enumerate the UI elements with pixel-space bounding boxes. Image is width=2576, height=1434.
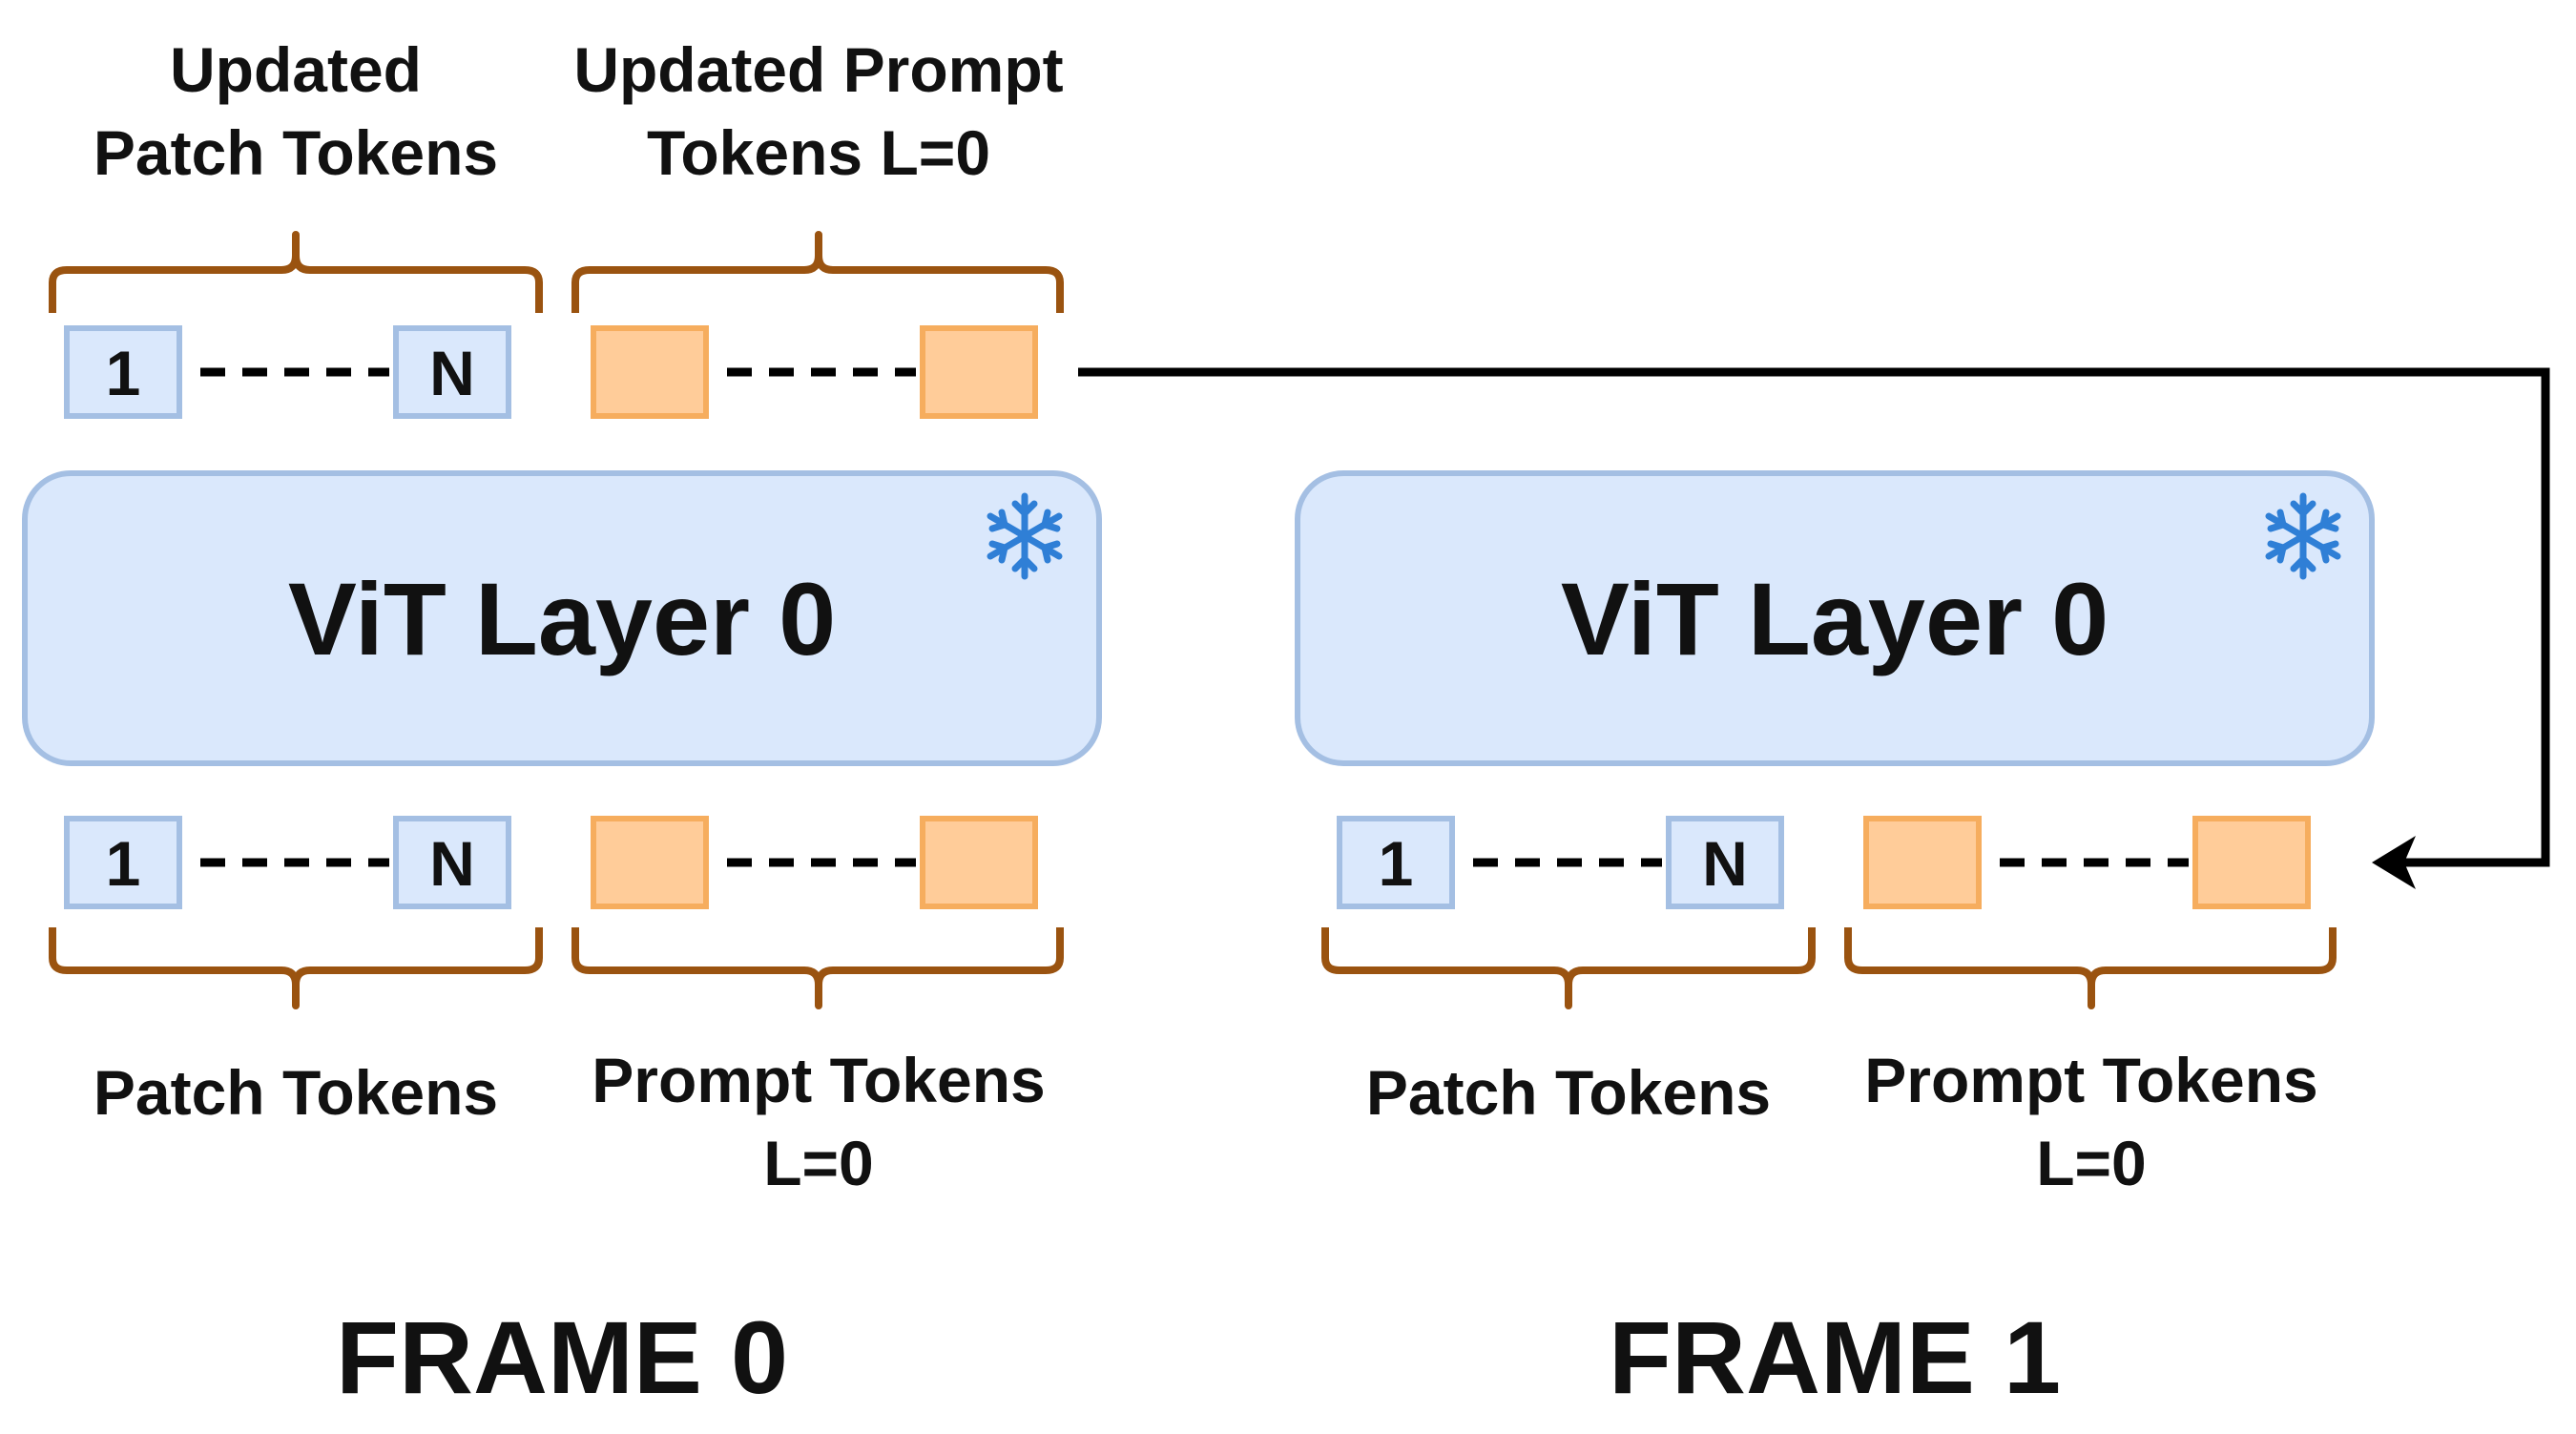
bottom-patch-token-last-label: N xyxy=(429,828,475,899)
top-prompt-brace xyxy=(571,231,1064,313)
top-prompt-label-line1: Updated Prompt xyxy=(573,34,1063,105)
f1-prompt-label-line2: L=0 xyxy=(2036,1128,2147,1198)
top-patch-label-line1: Updated xyxy=(170,34,422,105)
top-prompt-label-line2: Tokens L=0 xyxy=(647,117,990,188)
bottom-prompt-brace xyxy=(571,927,1064,1009)
bottom-prompt-label-line1: Prompt Tokens xyxy=(592,1045,1046,1115)
bottom-prompt-token-last xyxy=(920,816,1038,909)
bottom-patch-token-first-label: 1 xyxy=(106,828,141,899)
carry-over-arrow xyxy=(1078,367,2550,867)
f1-prompt-label-line1: Prompt Tokens xyxy=(1864,1045,2318,1115)
top-prompt-token-first xyxy=(591,325,709,419)
f1-patch-label: Patch Tokens xyxy=(1366,1057,1771,1128)
f1-prompt-token-first xyxy=(1863,816,1982,909)
top-prompt-token-last xyxy=(920,325,1038,419)
top-patch-label-line2: Patch Tokens xyxy=(93,117,498,188)
f1-patch-token-last-label: N xyxy=(1702,828,1748,899)
top-patch-token-last-label: N xyxy=(429,338,475,408)
bottom-patch-label: Patch Tokens xyxy=(93,1057,498,1128)
bottom-patch-token-first xyxy=(64,816,182,909)
top-patch-token-first xyxy=(64,325,182,419)
frame0-label: FRAME 0 xyxy=(336,1299,788,1415)
top-patch-token-last xyxy=(393,325,511,419)
frame0-vit-layer-label: ViT Layer 0 xyxy=(288,561,836,676)
bottom-patch-brace xyxy=(49,927,543,1009)
top-patch-brace xyxy=(49,231,543,313)
arrow-head xyxy=(2372,836,2416,889)
f1-patch-brace xyxy=(1321,927,1816,1009)
f1-patch-token-first-label: 1 xyxy=(1379,828,1414,899)
frame1-vit-layer-label: ViT Layer 0 xyxy=(1561,561,2109,676)
bottom-patch-token-last xyxy=(393,816,511,909)
f1-patch-token-last xyxy=(1666,816,1784,909)
f1-prompt-brace xyxy=(1844,927,2337,1009)
f1-prompt-token-last xyxy=(2192,816,2311,909)
bottom-prompt-label-line2: L=0 xyxy=(763,1128,874,1198)
top-patch-token-first-label: 1 xyxy=(106,338,141,408)
bottom-prompt-token-first xyxy=(591,816,709,909)
f1-patch-token-first xyxy=(1337,816,1455,909)
frame1-vit-layer xyxy=(1295,470,2375,766)
frame0-vit-layer xyxy=(22,470,1102,766)
frame1-label: FRAME 1 xyxy=(1609,1299,2061,1415)
